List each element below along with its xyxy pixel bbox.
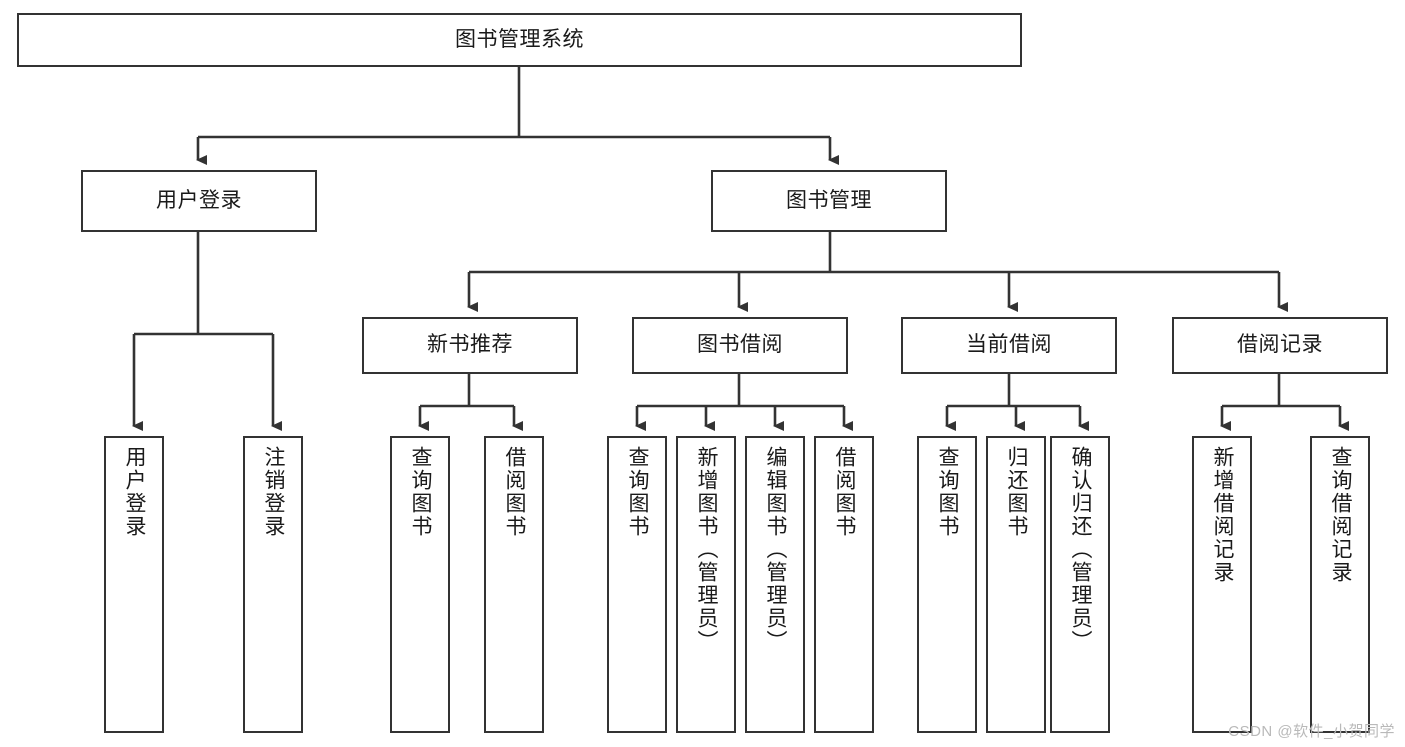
node-label: 新书推荐 — [427, 333, 513, 357]
node-label: 新增借阅记录 — [1211, 446, 1235, 584]
node-label: 注销登录 — [262, 446, 286, 538]
node-label: 查询图书 — [626, 446, 650, 538]
leaf-borrow-book-recommend[interactable]: 借阅图书 — [484, 436, 544, 733]
node-label: 编辑图书（管理员） — [764, 446, 788, 653]
node-label: 查询图书 — [409, 446, 433, 538]
leaf-logout-login[interactable]: 注销登录 — [243, 436, 303, 733]
node-label: 用户登录 — [156, 188, 242, 212]
node-label: 图书管理 — [786, 188, 872, 212]
node-new-book-recommend[interactable]: 新书推荐 — [362, 317, 578, 374]
leaf-edit-book[interactable]: 编辑图书（管理员） — [745, 436, 805, 733]
leaf-confirm-return[interactable]: 确认归还（管理员） — [1050, 436, 1110, 733]
node-book-borrow[interactable]: 图书借阅 — [632, 317, 848, 374]
node-book-management[interactable]: 图书管理 — [711, 170, 947, 232]
node-label: 查询借阅记录 — [1329, 446, 1353, 584]
node-label: 查询图书 — [936, 446, 960, 538]
node-label: 图书借阅 — [697, 333, 783, 357]
leaf-add-book[interactable]: 新增图书（管理员） — [676, 436, 736, 733]
leaf-query-book-borrow[interactable]: 查询图书 — [607, 436, 667, 733]
node-label: 确认归还（管理员） — [1069, 446, 1093, 653]
node-label: 借阅图书 — [833, 446, 857, 538]
leaf-borrow-book[interactable]: 借阅图书 — [814, 436, 874, 733]
node-label: 借阅记录 — [1237, 333, 1323, 357]
node-label: 借阅图书 — [503, 446, 527, 538]
leaf-return-book[interactable]: 归还图书 — [986, 436, 1046, 733]
node-label: 用户登录 — [123, 446, 147, 538]
node-user-login[interactable]: 用户登录 — [81, 170, 317, 232]
leaf-query-borrow-record[interactable]: 查询借阅记录 — [1310, 436, 1370, 733]
node-label: 新增图书（管理员） — [695, 446, 719, 653]
leaf-user-login[interactable]: 用户登录 — [104, 436, 164, 733]
leaf-query-book-recommend[interactable]: 查询图书 — [390, 436, 450, 733]
node-borrow-record[interactable]: 借阅记录 — [1172, 317, 1388, 374]
node-label: 归还图书 — [1005, 446, 1029, 538]
node-label: 图书管理系统 — [455, 27, 584, 51]
node-label: 当前借阅 — [966, 333, 1052, 357]
leaf-query-book-current[interactable]: 查询图书 — [917, 436, 977, 733]
leaf-add-borrow-record[interactable]: 新增借阅记录 — [1192, 436, 1252, 733]
watermark-text: CSDN @软件_小贺同学 — [1228, 723, 1395, 740]
node-current-borrow[interactable]: 当前借阅 — [901, 317, 1117, 374]
node-root-book-management-system[interactable]: 图书管理系统 — [17, 13, 1022, 67]
